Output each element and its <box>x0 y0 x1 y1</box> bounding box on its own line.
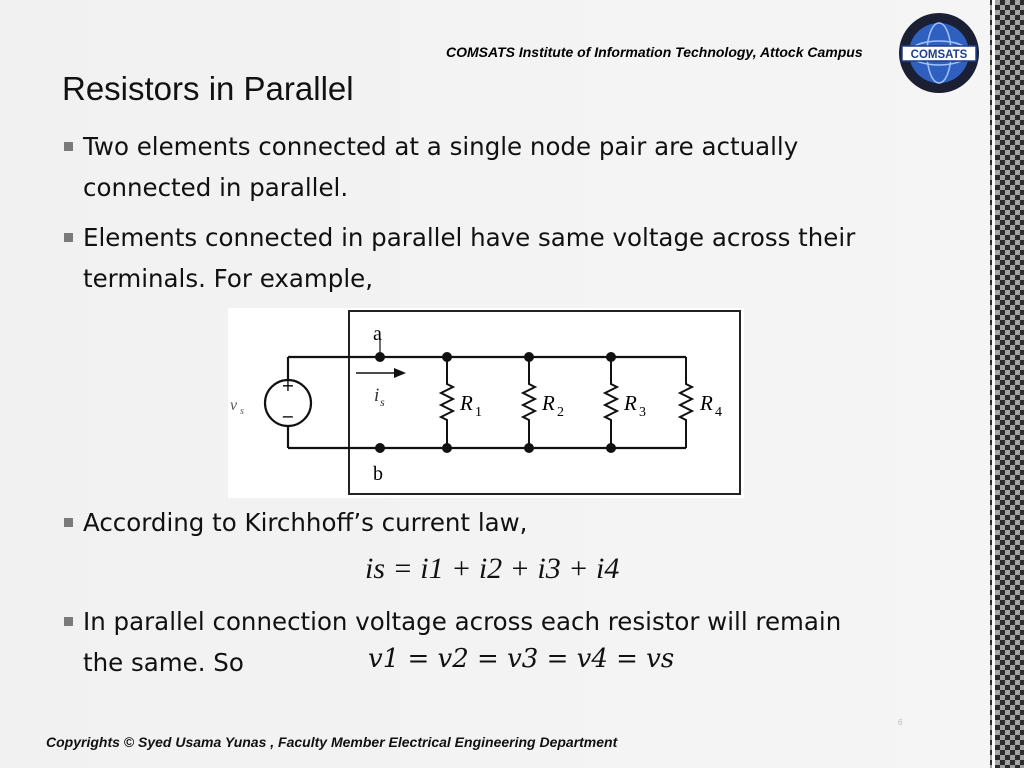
resistor-r1: R 1 <box>438 352 482 453</box>
bullet-1-line-1: Two elements connected at a single node … <box>83 132 799 161</box>
bullet-square-icon <box>64 142 73 151</box>
decorative-border <box>990 0 1024 768</box>
svg-text:4: 4 <box>715 405 722 420</box>
slide-title: Resistors in Parallel <box>62 70 354 107</box>
bullet-4-line-2: the same. So <box>83 648 244 677</box>
svg-text:R: R <box>541 391 555 415</box>
svg-text:R: R <box>459 391 473 415</box>
copyright-footer: Copyrights © Syed Usama Yunas , Faculty … <box>46 734 618 750</box>
bullet-3-line-1: According to Kirchhoff’s current law, <box>83 508 528 537</box>
svg-text:2: 2 <box>557 405 564 420</box>
svg-text:R: R <box>699 391 713 415</box>
svg-text:s: s <box>380 395 385 409</box>
svg-text:b: b <box>373 463 383 485</box>
svg-text:s: s <box>240 406 244 417</box>
svg-text:−: − <box>281 407 294 426</box>
svg-text:3: 3 <box>639 405 646 420</box>
svg-text:v: v <box>230 397 238 414</box>
bullet-1: Two elements connected at a single node … <box>62 126 798 208</box>
bullet-4-line-1: In parallel connection voltage across ea… <box>83 607 842 636</box>
bullet-square-icon <box>64 617 73 626</box>
page-number: 6 <box>898 718 903 727</box>
resistor-r4: R 4 <box>677 357 722 448</box>
node-a <box>375 352 385 362</box>
institution-header: COMSATS Institute of Information Technol… <box>446 44 863 60</box>
bullet-4: In parallel connection voltage across ea… <box>62 601 841 683</box>
bullet-square-icon <box>64 233 73 242</box>
node-b <box>375 443 385 453</box>
svg-text:a: a <box>373 323 382 345</box>
resistor-r3: R 3 <box>602 352 646 453</box>
voltage-equation: v1 = v2 = v3 = v4 = vs <box>368 644 675 674</box>
current-arrow-icon <box>394 368 406 378</box>
svg-text:R: R <box>623 391 637 415</box>
bullet-3: According to Kirchhoff’s current law, <box>62 502 527 543</box>
svg-text:i: i <box>374 385 379 406</box>
border-line <box>992 0 995 768</box>
logo-text: COMSATS <box>911 49 968 61</box>
voltage-source-icon <box>263 378 313 428</box>
resistor-r2: R 2 <box>520 352 564 453</box>
svg-text:+: + <box>281 376 294 395</box>
svg-text:1: 1 <box>475 405 482 420</box>
parallel-circuit-diagram: + − v s a b i s R 1 R 2 R 3 R 4 <box>228 308 744 498</box>
bullet-2-line-2: terminals. For example, <box>83 264 373 293</box>
kcl-equation: is = i1 + i2 + i3 + i4 <box>365 552 620 585</box>
bullet-2-line-1: Elements connected in parallel have same… <box>83 223 856 252</box>
bullet-1-line-2: connected in parallel. <box>83 173 349 202</box>
bullet-square-icon <box>64 518 73 527</box>
bullet-2: Elements connected in parallel have same… <box>62 217 855 299</box>
comsats-logo: COMSATS <box>899 13 979 93</box>
